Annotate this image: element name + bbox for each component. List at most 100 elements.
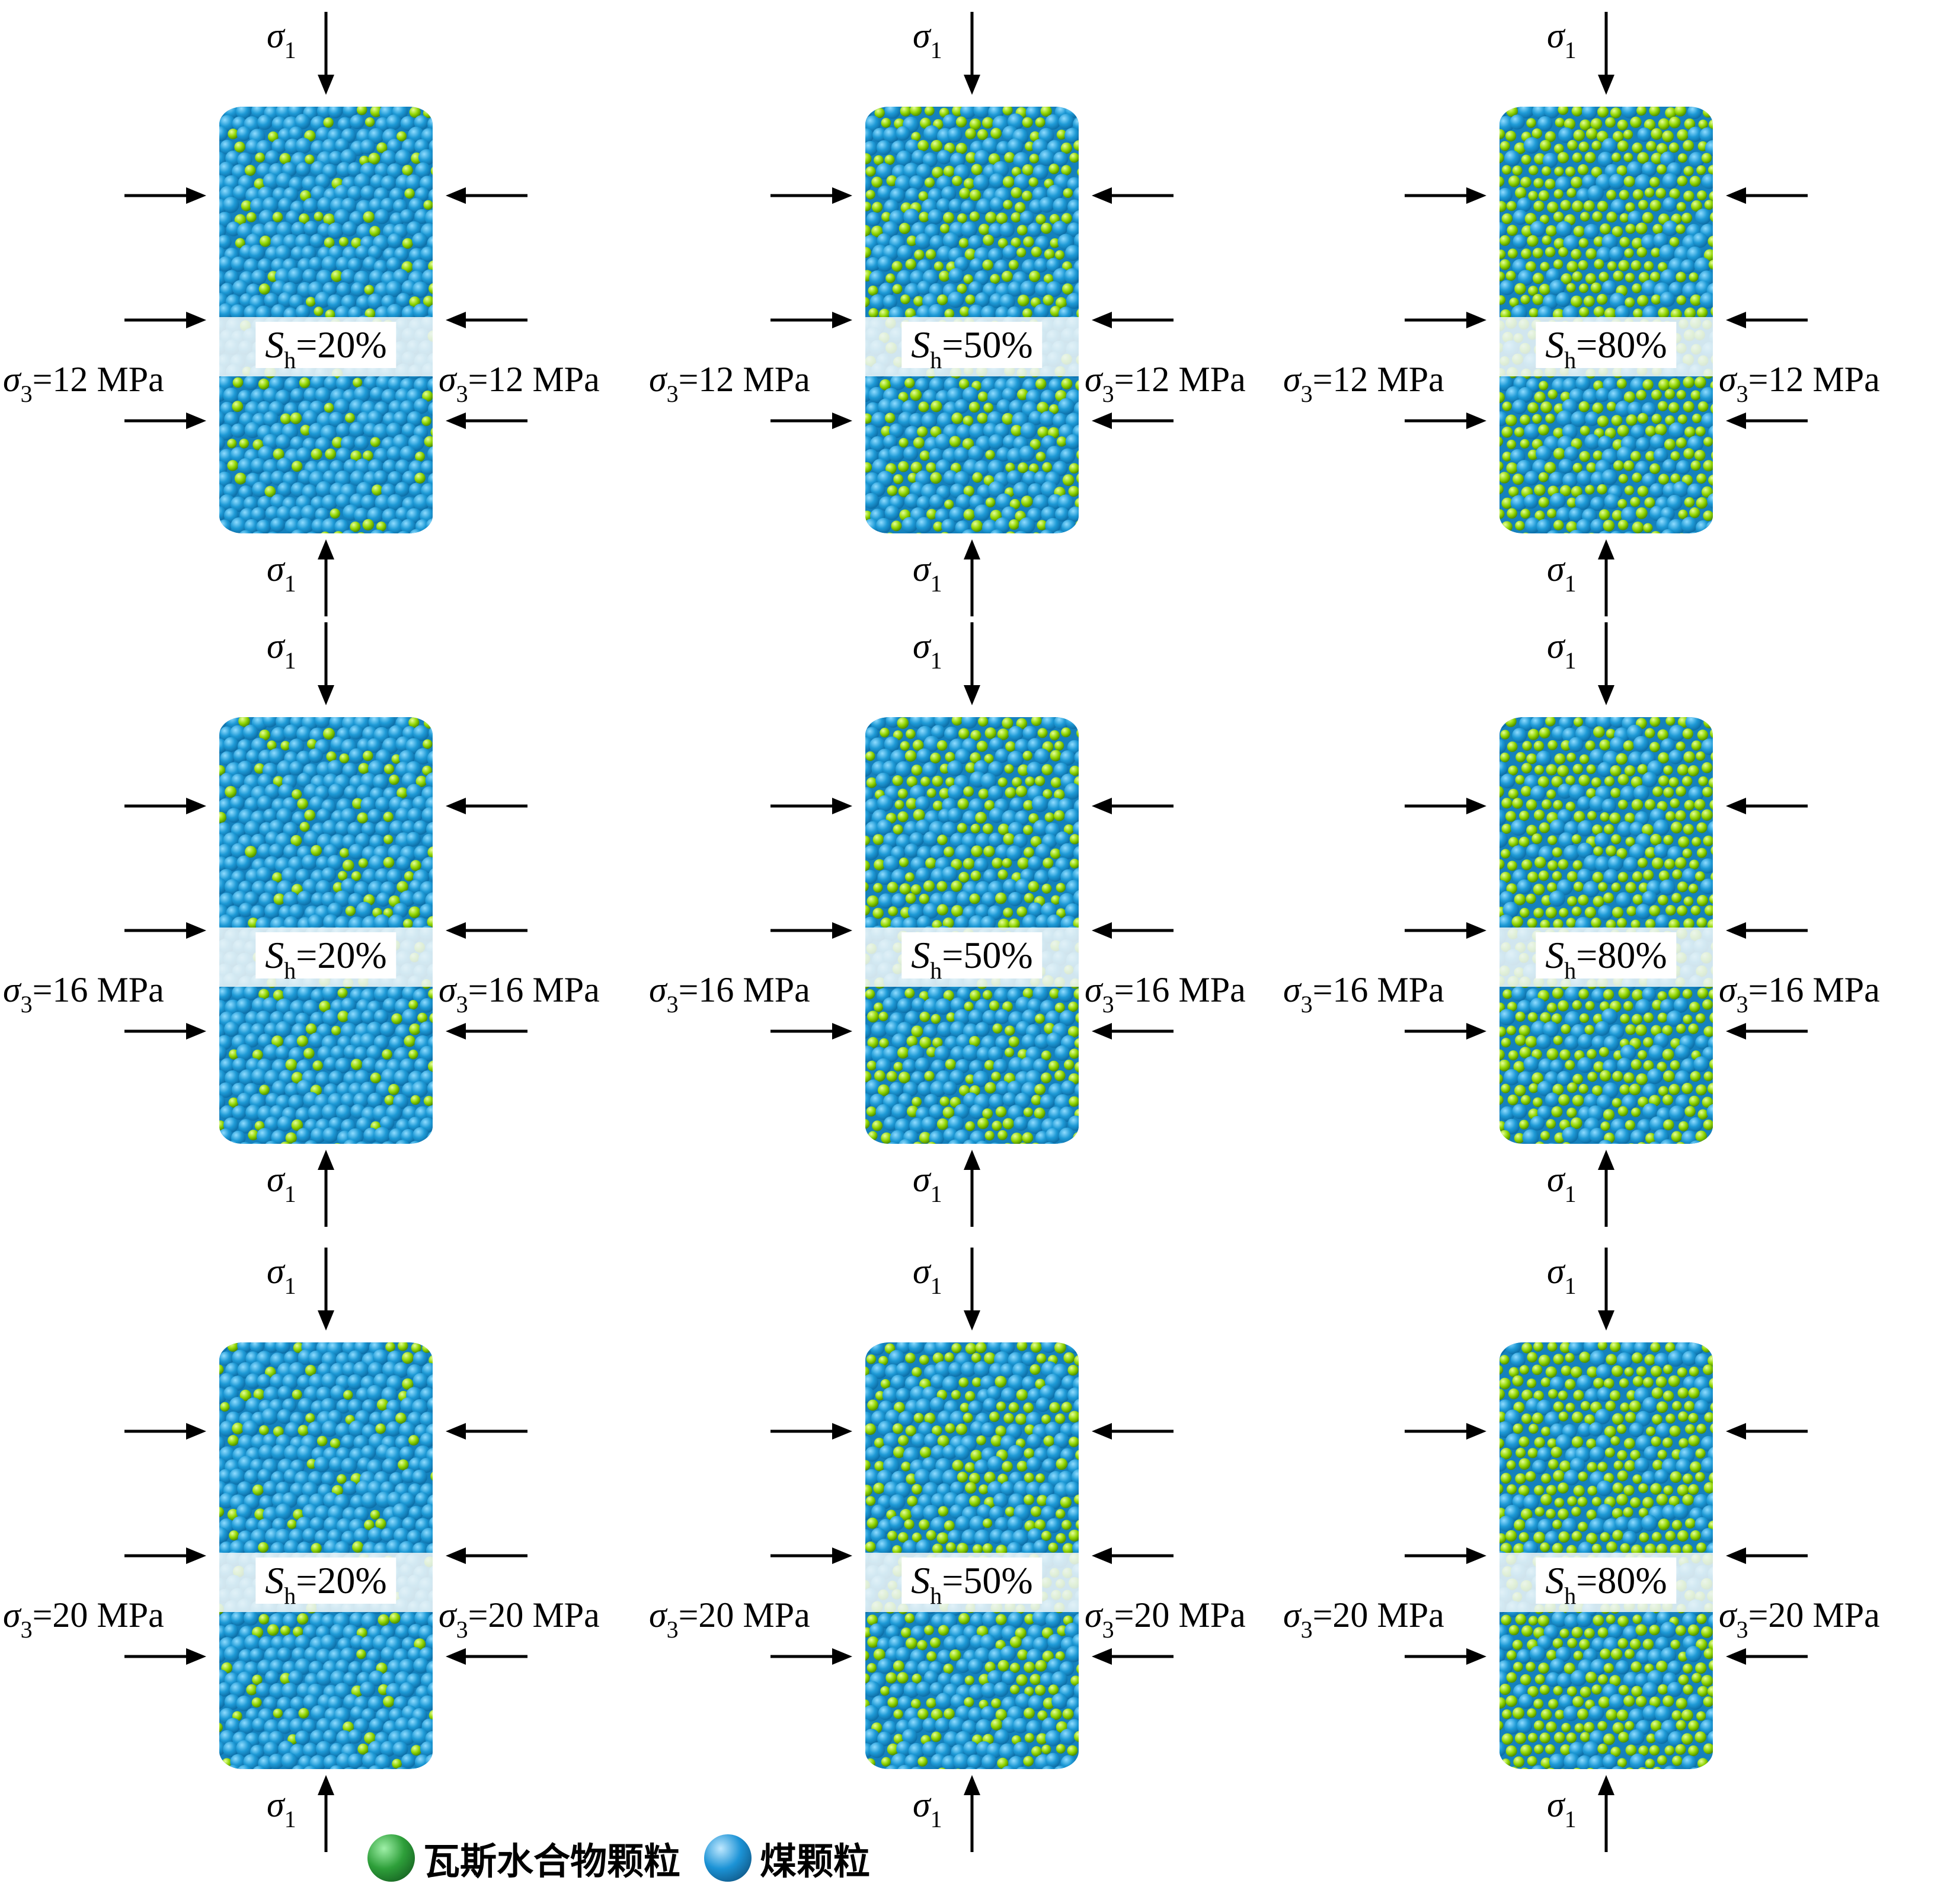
confining-arrow-left-3 — [124, 412, 206, 429]
confining-arrow-left-1 — [124, 798, 206, 814]
axial-stress-label-top: σ1 — [913, 626, 942, 674]
legend-item-coal: 煤颗粒 — [704, 1831, 870, 1885]
saturation-label: Sh=20% — [255, 932, 397, 984]
confining-stress-label-right: σ3=12 MPa — [1085, 360, 1246, 407]
confining-stress-label-left: σ3=12 MPa — [1283, 360, 1444, 407]
confining-arrow-left-2 — [124, 1547, 206, 1564]
confining-arrow-left-1 — [124, 187, 206, 204]
axial-arrow-bottom — [318, 539, 334, 616]
confining-arrow-right-2 — [446, 1547, 527, 1564]
confining-stress-value: =16 MPa — [1748, 970, 1880, 1009]
confining-arrow-left-3 — [770, 1648, 852, 1665]
confining-arrow-right-1 — [446, 798, 527, 814]
confining-stress-label-right: σ3=12 MPa — [439, 360, 600, 407]
axial-stress-label-top: σ1 — [913, 16, 942, 63]
confining-arrow-right-2 — [1726, 312, 1808, 328]
confining-arrow-right-1 — [446, 187, 527, 204]
confining-stress-label-left: σ3=12 MPa — [3, 360, 164, 407]
confining-arrow-left-2 — [1405, 312, 1486, 328]
confining-stress-label-left: σ3=20 MPa — [3, 1595, 164, 1643]
saturation-label: Sh=80% — [1536, 322, 1677, 373]
confining-stress-label-right: σ3=16 MPa — [1719, 970, 1880, 1018]
confining-stress-label-right: σ3=20 MPa — [439, 1595, 600, 1643]
confining-arrow-left-3 — [124, 1023, 206, 1040]
confining-arrow-left-1 — [124, 1423, 206, 1440]
confining-arrow-left-3 — [124, 1648, 206, 1665]
confining-arrow-right-3 — [1092, 412, 1174, 429]
confining-stress-value: =20 MPa — [468, 1595, 600, 1635]
confining-arrow-left-1 — [1405, 187, 1486, 204]
confining-arrow-right-1 — [1726, 1423, 1808, 1440]
axial-arrow-top — [964, 622, 980, 705]
axial-arrow-top — [1598, 1248, 1614, 1331]
saturation-symbol: Sh — [265, 934, 296, 984]
confining-arrow-right-1 — [446, 1423, 527, 1440]
saturation-symbol: Sh — [1545, 324, 1577, 373]
axial-arrow-top — [318, 1248, 334, 1331]
axial-arrow-bottom — [318, 1150, 334, 1227]
confining-arrow-right-1 — [1726, 798, 1808, 814]
axial-stress-label-bottom: σ1 — [267, 1785, 296, 1833]
saturation-value: =80% — [1576, 934, 1667, 976]
axial-stress-label-top: σ1 — [1547, 16, 1577, 63]
confining-arrow-right-1 — [1726, 187, 1808, 204]
legend-label-hydrate: 瓦斯水合物颗粒 — [423, 1840, 681, 1883]
confining-arrow-right-2 — [1092, 1547, 1174, 1564]
confining-arrow-left-3 — [1405, 412, 1486, 429]
confining-arrow-right-2 — [1092, 312, 1174, 328]
confining-arrow-right-2 — [1726, 1547, 1808, 1564]
confining-stress-label-right: σ3=20 MPa — [1085, 1595, 1246, 1643]
confining-stress-value: =16 MPa — [1114, 970, 1246, 1009]
confining-stress-label-right: σ3=16 MPa — [1085, 970, 1246, 1018]
saturation-value: =20% — [296, 324, 387, 366]
axial-arrow-bottom — [318, 1775, 334, 1852]
specimen-cylinder — [1499, 107, 1713, 533]
saturation-value: =80% — [1576, 324, 1667, 366]
confining-stress-value: =12 MPa — [1114, 360, 1246, 399]
confining-arrow-right-3 — [446, 412, 527, 429]
axial-arrow-bottom — [964, 1150, 980, 1227]
confining-arrow-left-2 — [770, 922, 852, 939]
confining-arrow-right-2 — [446, 312, 527, 328]
confining-arrow-right-3 — [1726, 412, 1808, 429]
confining-stress-value: =16 MPa — [1312, 970, 1444, 1009]
confining-arrow-left-2 — [124, 312, 206, 328]
saturation-label: Sh=50% — [901, 932, 1043, 984]
saturation-label: Sh=80% — [1536, 932, 1677, 984]
confining-stress-value: =12 MPa — [468, 360, 600, 399]
confining-arrow-left-2 — [770, 312, 852, 328]
axial-arrow-bottom — [964, 1775, 980, 1852]
hydrate-particle-icon — [367, 1834, 415, 1882]
saturation-value: =80% — [1576, 1559, 1667, 1601]
specimen-cylinder — [219, 1342, 433, 1769]
confining-arrow-right-3 — [1092, 1648, 1174, 1665]
confining-arrow-left-1 — [1405, 798, 1486, 814]
confining-stress-value: =12 MPa — [1748, 360, 1880, 399]
particle-assembly — [219, 107, 433, 533]
saturation-label: Sh=50% — [901, 1558, 1043, 1609]
specimen-cylinder — [219, 107, 433, 533]
axial-arrow-bottom — [1598, 539, 1614, 616]
confining-stress-label-left: σ3=12 MPa — [649, 360, 810, 407]
coal-particle-icon — [704, 1834, 752, 1882]
confining-stress-label-left: σ3=16 MPa — [3, 970, 164, 1018]
saturation-value: =20% — [296, 1559, 387, 1601]
saturation-symbol: Sh — [1545, 934, 1577, 984]
axial-stress-label-bottom: σ1 — [267, 549, 296, 597]
saturation-value: =20% — [296, 934, 387, 976]
confining-stress-label-left: σ3=20 MPa — [1283, 1595, 1444, 1643]
confining-stress-value: =16 MPa — [468, 970, 600, 1009]
legend-item-hydrate: 瓦斯水合物颗粒 — [367, 1831, 680, 1885]
confining-stress-label-right: σ3=12 MPa — [1719, 360, 1880, 407]
saturation-symbol: Sh — [265, 324, 296, 373]
axial-stress-label-top: σ1 — [267, 626, 296, 674]
saturation-value: =50% — [942, 934, 1033, 976]
axial-arrow-top — [318, 622, 334, 705]
axial-stress-label-bottom: σ1 — [913, 1785, 942, 1833]
confining-arrow-left-2 — [770, 1547, 852, 1564]
saturation-label: Sh=20% — [255, 322, 397, 373]
